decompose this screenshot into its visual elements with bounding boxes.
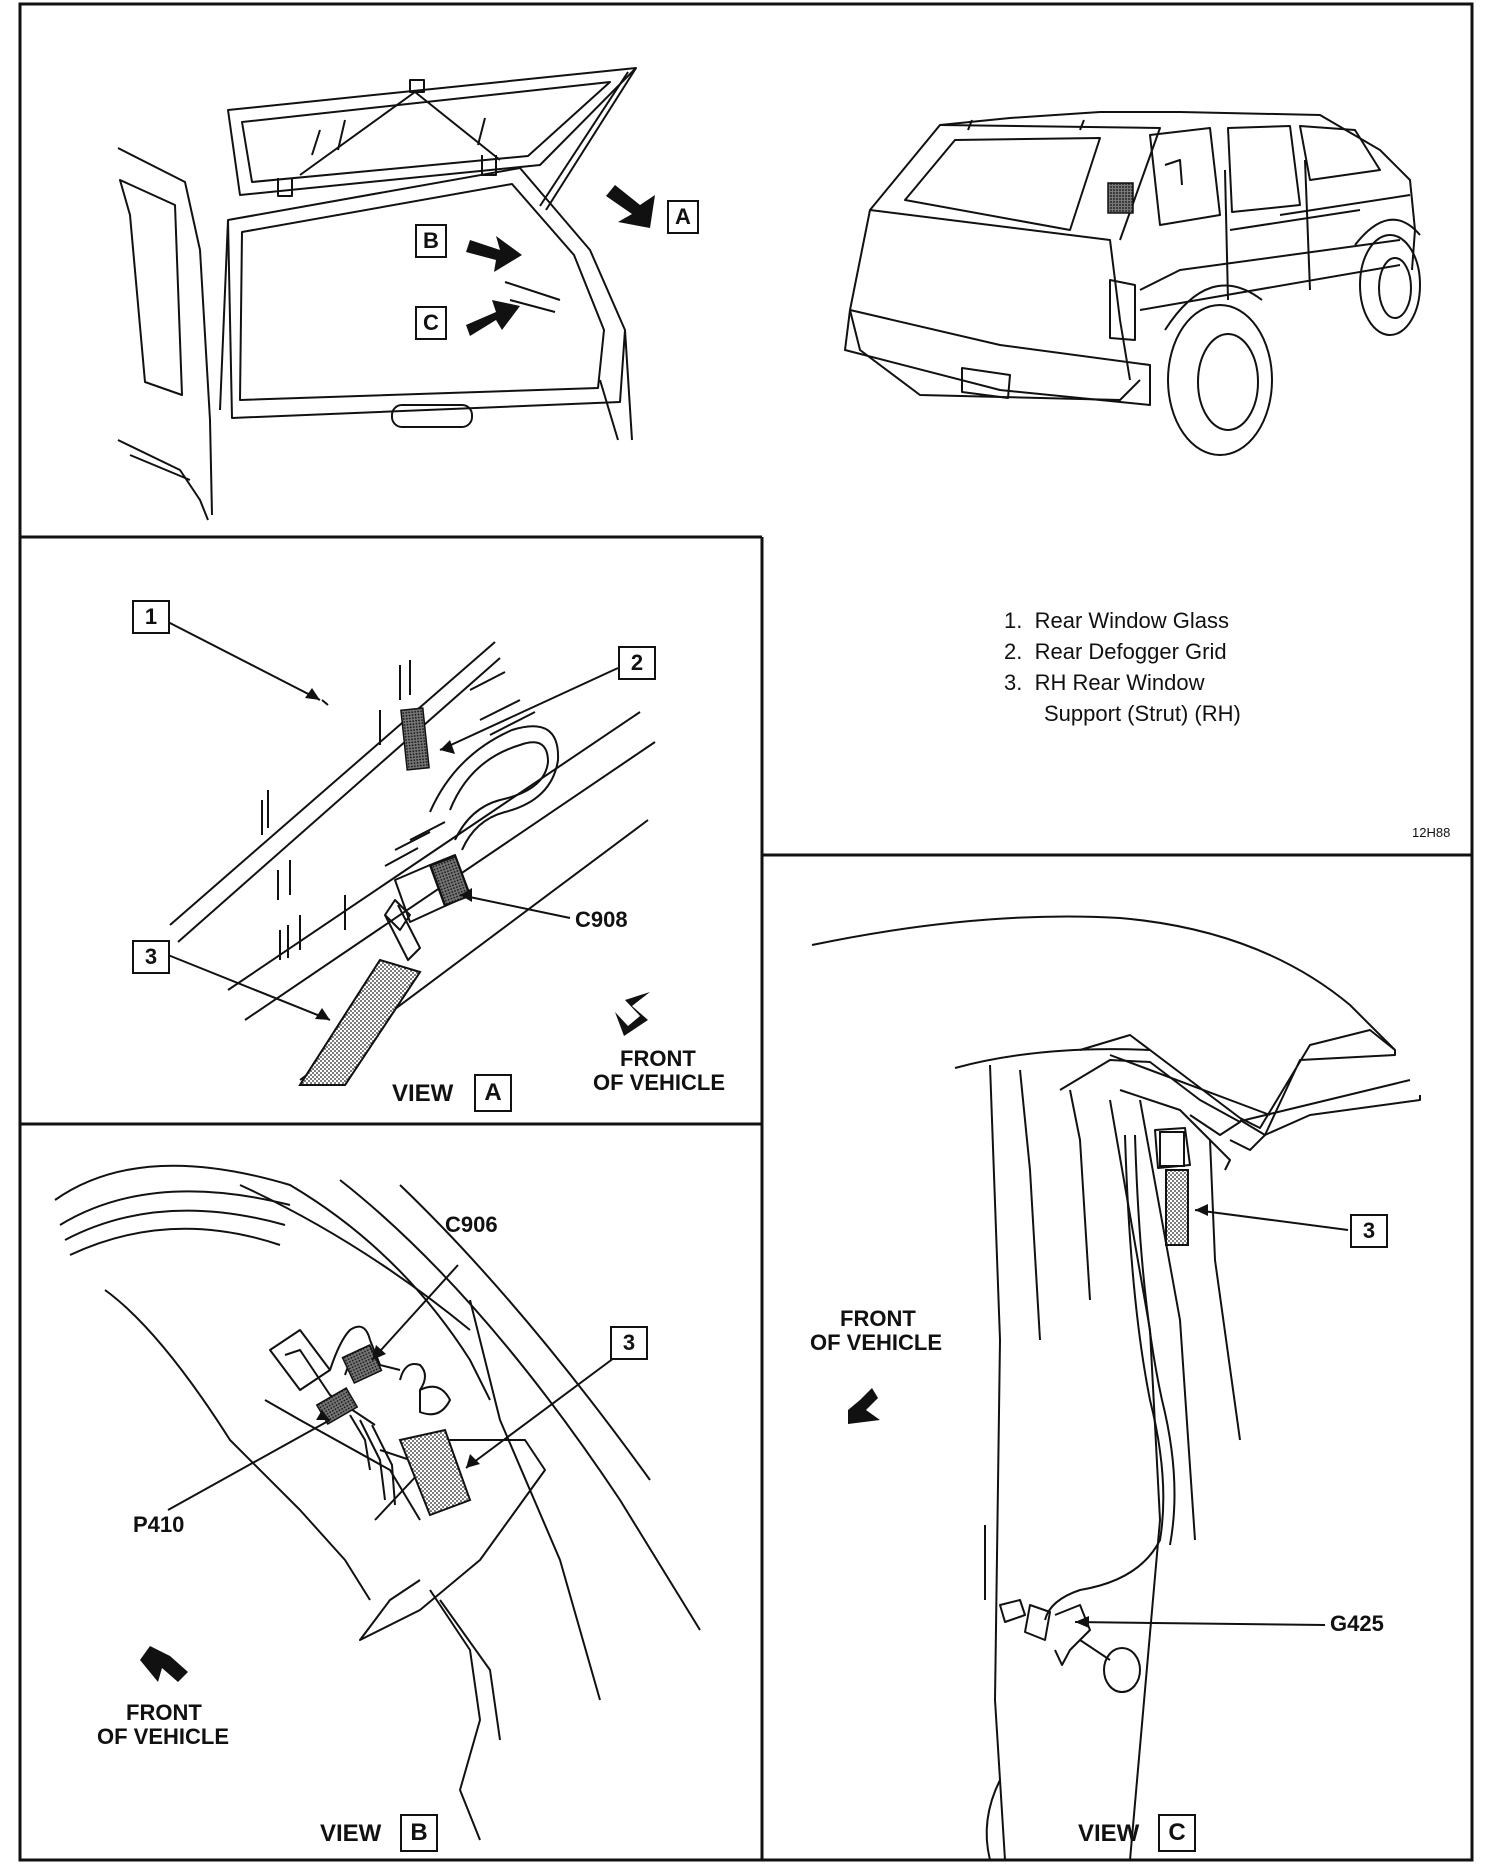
arrow-a bbox=[606, 185, 655, 228]
legend-list: 1. Rear Window Glass 2. Rear Defogger Gr… bbox=[1004, 605, 1241, 729]
view-c-letter: C bbox=[1158, 1814, 1196, 1852]
view-a-front-line2: OF VEHICLE bbox=[593, 1070, 726, 1095]
view-b-drawing bbox=[54, 1164, 701, 1841]
vehicle-rear-view bbox=[844, 111, 1421, 456]
view-a-strut bbox=[298, 958, 422, 1086]
view-a-arrowheads bbox=[305, 688, 472, 1020]
legend-text: Rear Window Glass bbox=[1034, 608, 1229, 633]
view-b-connector-c906: C906 bbox=[445, 1212, 498, 1237]
view-b-title: VIEW bbox=[320, 1820, 382, 1847]
view-a-front-line1: FRONT bbox=[620, 1046, 696, 1071]
overview-callout-a: A bbox=[667, 200, 699, 234]
view-a-connector bbox=[429, 855, 471, 907]
overview-arrows bbox=[466, 185, 655, 336]
vehicle-location-marker bbox=[1107, 182, 1134, 214]
legend-item-3-continuation: Support (Strut) (RH) bbox=[1044, 701, 1241, 726]
liftgate-open-drawing bbox=[117, 67, 637, 521]
view-b-leaders bbox=[167, 1264, 619, 1511]
view-a-connector-label: C908 bbox=[575, 907, 628, 932]
figure-id: 12H88 bbox=[1412, 825, 1451, 840]
legend-item-3: 3. RH Rear Window bbox=[1004, 667, 1241, 698]
view-b-arrowheads bbox=[316, 1345, 480, 1468]
view-c-front-line1: FRONT bbox=[840, 1306, 916, 1331]
view-c-strut bbox=[1165, 1169, 1189, 1246]
legend-item-2: 2. Rear Defogger Grid bbox=[1004, 636, 1241, 667]
arrow-b bbox=[466, 236, 522, 272]
view-a-callout-3: 3 bbox=[132, 940, 170, 974]
view-b-callout-3: 3 bbox=[610, 1326, 648, 1360]
legend-number: 1. bbox=[1004, 608, 1023, 633]
legend-item-1: 1. Rear Window Glass bbox=[1004, 605, 1241, 636]
arrow-c bbox=[466, 300, 520, 336]
view-a-letter: A bbox=[474, 1074, 512, 1112]
view-c-drawing bbox=[811, 915, 1421, 1861]
view-b-strut bbox=[398, 1428, 472, 1517]
view-c-front-line2: OF VEHICLE bbox=[810, 1330, 943, 1355]
view-a-glass-mark bbox=[321, 699, 329, 706]
view-a-defogger-terminal bbox=[400, 707, 430, 771]
view-a-title: VIEW bbox=[392, 1080, 454, 1107]
view-c-leaders bbox=[1074, 1209, 1349, 1626]
view-c-strut-end bbox=[1159, 1131, 1185, 1167]
view-a-callout-1: 1 bbox=[132, 600, 170, 634]
view-c-arrowheads bbox=[1075, 1204, 1208, 1628]
overview-callout-b: B bbox=[415, 224, 447, 258]
view-c-front-arrow bbox=[848, 1388, 880, 1424]
view-a-front-arrow bbox=[615, 992, 650, 1036]
view-b-front-arrow bbox=[140, 1646, 188, 1682]
legend-number: 2. bbox=[1004, 639, 1023, 664]
view-b-letter: B bbox=[400, 1814, 438, 1852]
overview-callout-c: C bbox=[415, 306, 447, 340]
view-b-front-line2: OF VEHICLE bbox=[97, 1724, 230, 1749]
view-a-leaders bbox=[167, 621, 619, 1021]
view-c-ground-label: G425 bbox=[1330, 1611, 1384, 1636]
view-c-title: VIEW bbox=[1078, 1820, 1140, 1847]
panel-frames bbox=[18, 2, 1474, 1862]
view-c-callout-3: 3 bbox=[1350, 1214, 1388, 1248]
legend-text: Rear Defogger Grid bbox=[1034, 639, 1227, 664]
legend-text: RH Rear Window bbox=[1034, 670, 1205, 695]
legend-number: 3. bbox=[1004, 670, 1023, 695]
view-b-connector-p410: P410 bbox=[133, 1512, 185, 1537]
view-a-callout-2: 2 bbox=[618, 646, 656, 680]
view-b-front-line1: FRONT bbox=[126, 1700, 202, 1725]
